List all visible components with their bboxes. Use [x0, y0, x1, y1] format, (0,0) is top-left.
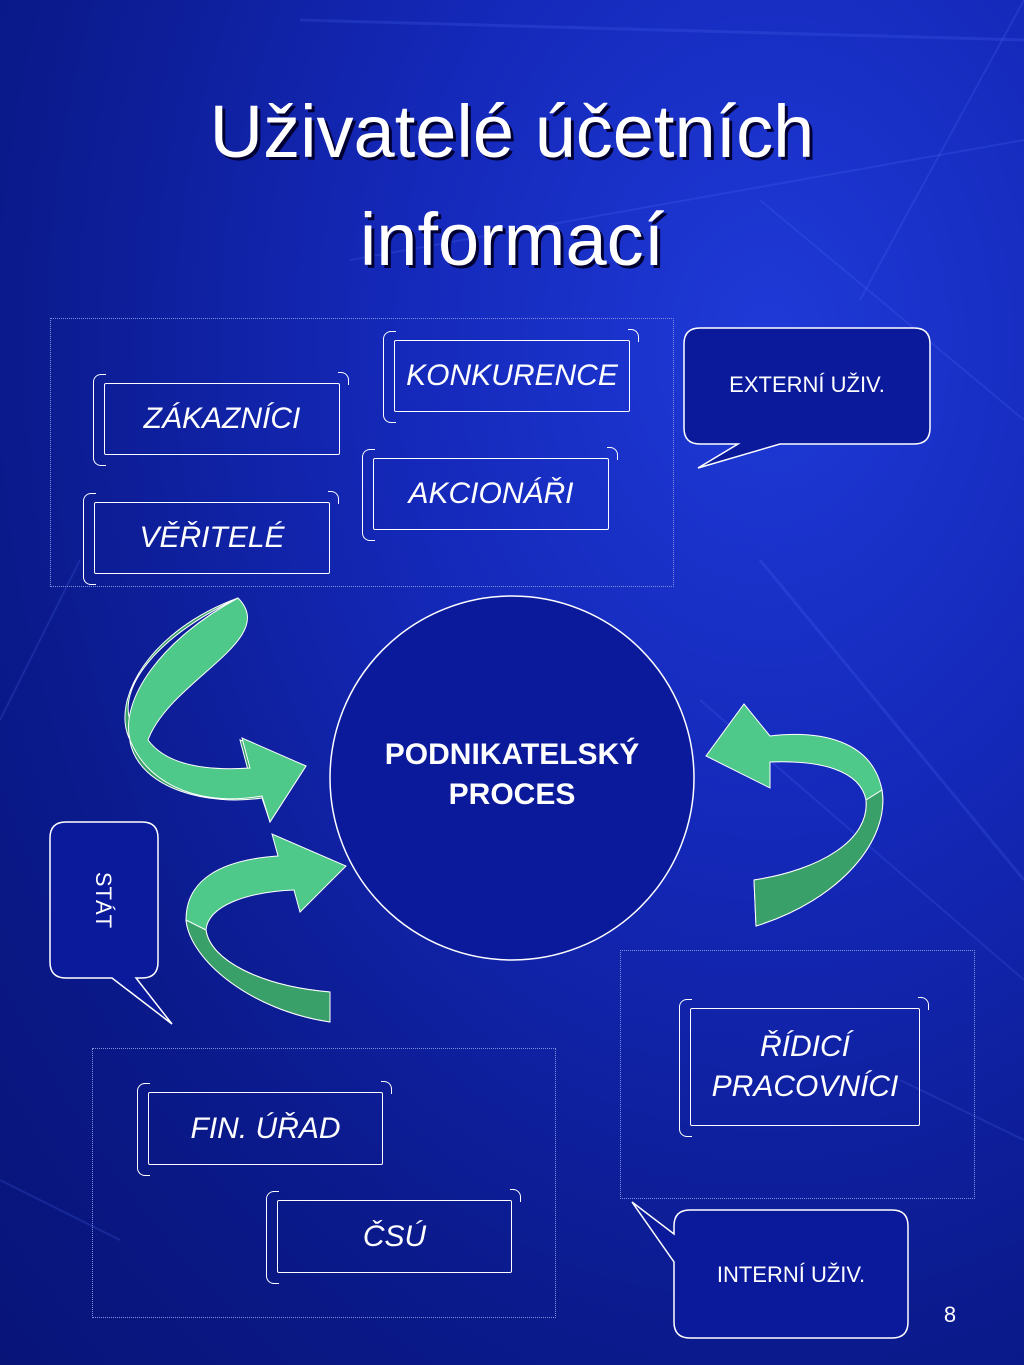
state-group-box [92, 1048, 556, 1318]
process-circle [329, 595, 695, 961]
scroll-ridici-pracovnici-label: ŘÍDICÍ PRACOVNÍCI [712, 1027, 899, 1107]
process-label-line-2: PROCES [448, 778, 576, 811]
external-callout-label: EXTERNÍ UŽIV. [729, 372, 885, 397]
scroll-csu-label: ČSÚ [362, 1219, 427, 1253]
external-callout-bubble [683, 327, 931, 469]
page-number: 8 [943, 1302, 957, 1327]
arrow-external-to-process [124, 597, 307, 824]
state-callout-bubble [49, 821, 173, 1025]
process-label: PODNIKATELSKÝ PROCES [330, 735, 694, 815]
scroll-ridici-line-1: ŘÍDICÍ [759, 1030, 850, 1063]
state-callout-label: STÁT [91, 871, 116, 929]
internal-callout-label: INTERNÍ UŽIV. [716, 1262, 866, 1287]
internal-callout-bubble [631, 1201, 909, 1339]
process-label-line-1: PODNIKATELSKÝ [384, 738, 640, 771]
scroll-zakaznici-label: ZÁKAZNÍCI [143, 402, 301, 435]
scroll-fin-urad-label: FIN. ÚŘAD [190, 1111, 341, 1145]
scroll-ridici-pracovnici: ŘÍDICÍ PRACOVNÍCI [679, 997, 929, 1137]
scroll-konkurence: KONKURENCE [383, 329, 639, 423]
scroll-veritele-label: VĚŘITELÉ [139, 521, 285, 554]
scroll-akcionari: AKCIONÁŘI [362, 447, 618, 541]
page-title: Uživatelé účetních informací [0, 78, 1024, 294]
arrow-state-to-process [185, 833, 347, 1023]
scroll-akcionari-label: AKCIONÁŘI [408, 477, 574, 510]
scroll-csu: ČSÚ [266, 1189, 521, 1284]
scroll-zakaznici: ZÁKAZNÍCI [93, 372, 349, 466]
title-line-2: informací [359, 198, 665, 281]
arrow-internal-to-process [705, 703, 884, 927]
title-line-1: Uživatelé účetních [209, 90, 815, 173]
internal-group-box [620, 950, 975, 1199]
scroll-konkurence-label: KONKURENCE [406, 359, 618, 392]
scroll-ridici-line-2: PRACOVNÍCI [711, 1070, 899, 1103]
external-group-box [50, 318, 674, 587]
scroll-fin-urad: FIN. ÚŘAD [137, 1081, 392, 1176]
scroll-veritele: VĚŘITELÉ [83, 491, 339, 585]
